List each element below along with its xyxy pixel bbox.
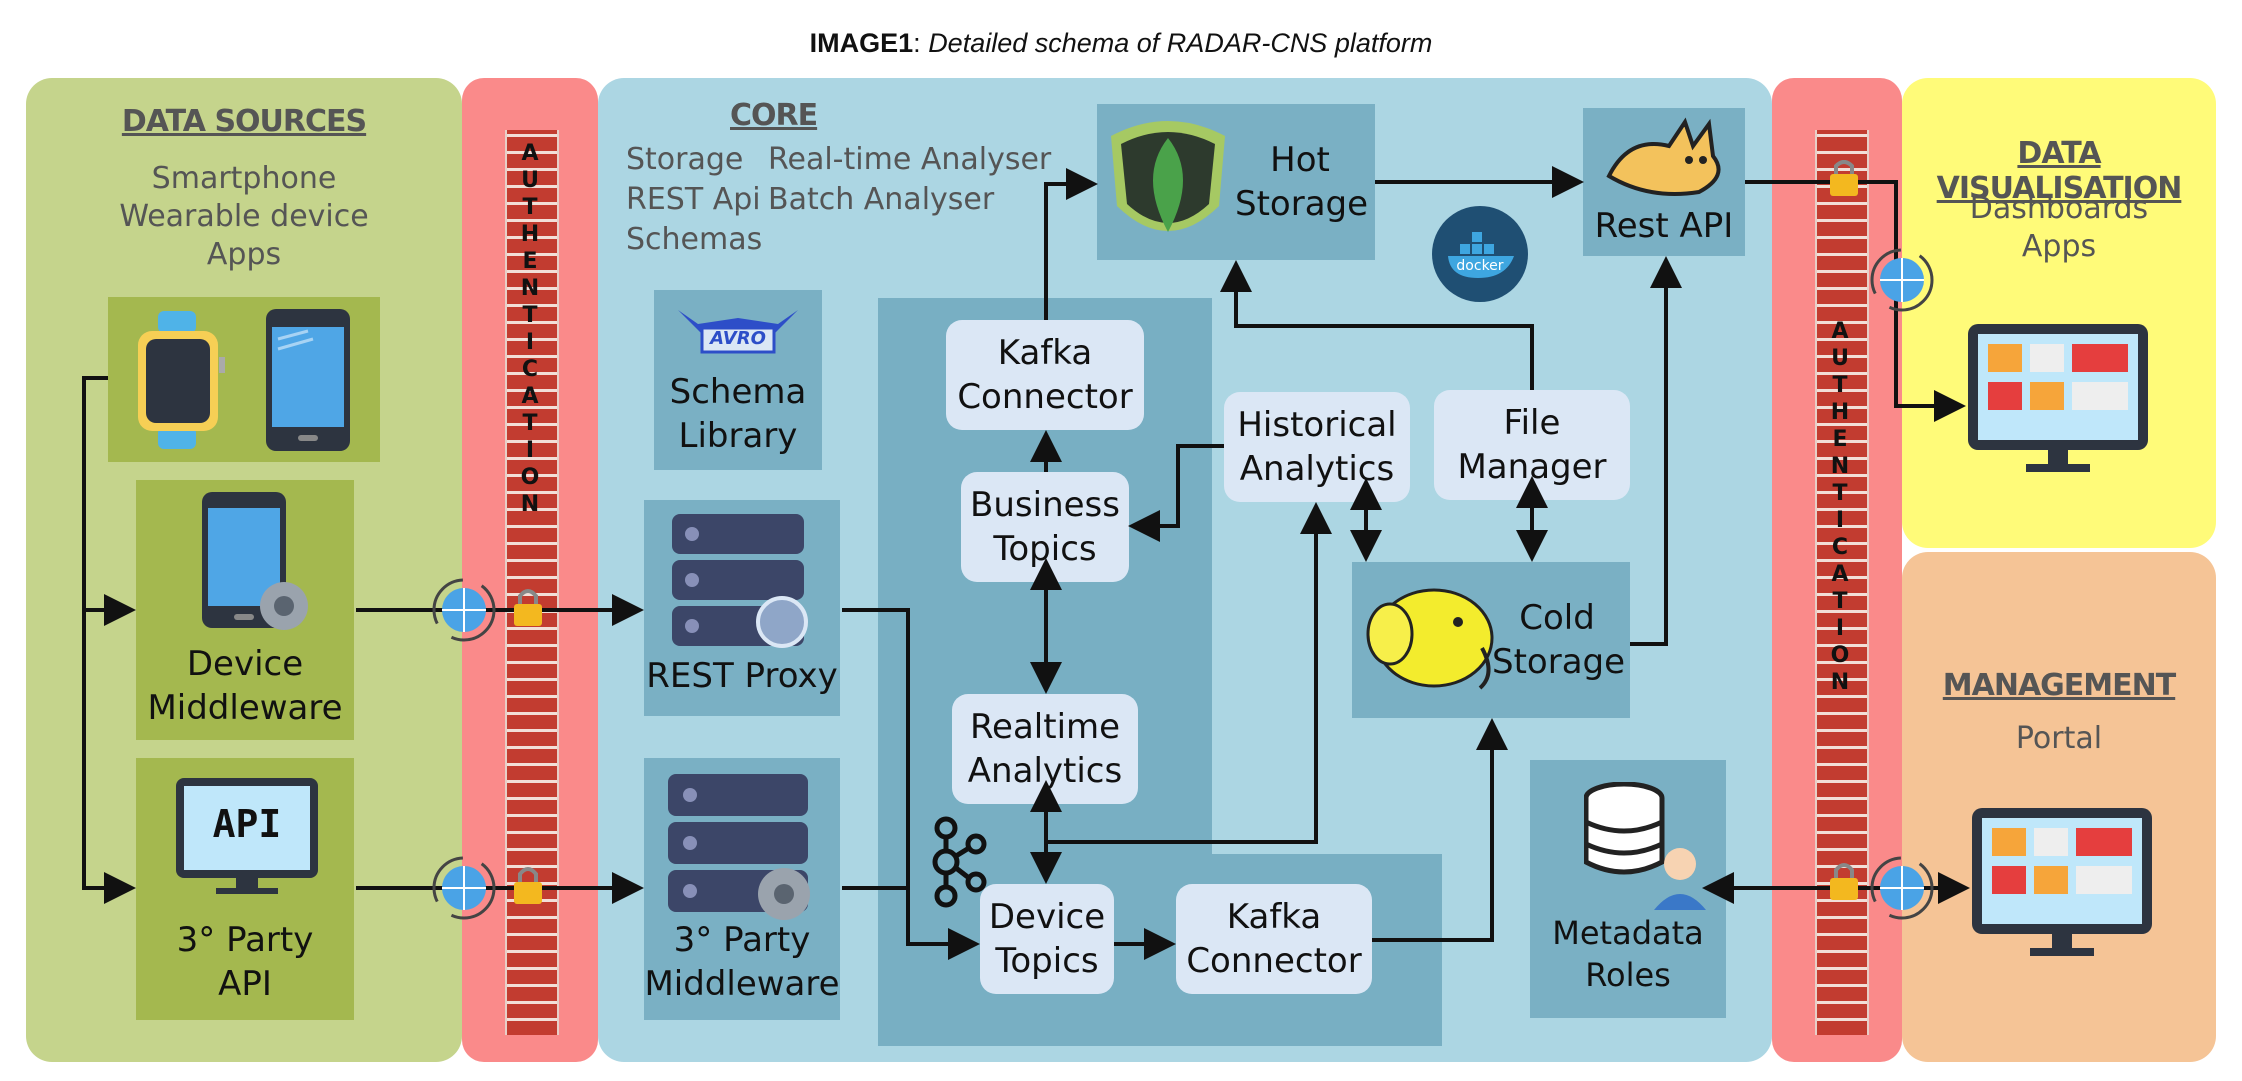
docker-label: docker bbox=[1456, 258, 1504, 274]
smartwatch-and-phone-icon bbox=[138, 309, 350, 451]
lock-globe-icon-3 bbox=[1830, 160, 1934, 312]
phone-gear-icon bbox=[202, 492, 308, 630]
dashboard-icon-bottom bbox=[1972, 808, 2152, 956]
sources-heading: DATA SOURCES bbox=[121, 104, 367, 139]
visualisation-heading: DATA VISUALISATION bbox=[1936, 136, 2183, 206]
management-heading: MANAGEMENT bbox=[1942, 668, 2176, 703]
avro-logo-icon bbox=[678, 310, 798, 354]
title-sep: : bbox=[913, 28, 929, 58]
dashboard-icon-top bbox=[1968, 324, 2148, 472]
management-list: Portal bbox=[2015, 721, 2103, 756]
tomcat-icon bbox=[1606, 117, 1721, 196]
avro-label: AVRO bbox=[710, 328, 766, 349]
figure-title: IMAGE1: Detailed schema of RADAR-CNS pla… bbox=[0, 28, 2242, 59]
globe-lock-icon-2 bbox=[432, 856, 542, 920]
rest-proxy-label: REST Proxy bbox=[646, 656, 838, 696]
api-screen-label: API bbox=[212, 802, 282, 846]
title-bold: IMAGE1 bbox=[809, 28, 914, 58]
management-panel bbox=[1902, 552, 2216, 1062]
docker-icon bbox=[1432, 206, 1528, 302]
database-user-icon bbox=[1584, 782, 1706, 910]
lock-globe-icon-4 bbox=[1830, 856, 1934, 920]
title-italic: Detailed schema of RADAR-CNS platform bbox=[928, 28, 1433, 58]
rest-api-label: Rest API bbox=[1594, 206, 1734, 246]
server-gear-icon bbox=[668, 774, 810, 920]
globe-lock-icon-1 bbox=[432, 578, 542, 642]
core-heading: CORE bbox=[730, 98, 818, 133]
mongodb-leaf-icon bbox=[1111, 121, 1225, 232]
hadoop-elephant-icon bbox=[1366, 588, 1494, 690]
server-refresh-icon bbox=[672, 514, 808, 648]
rest-api-box: Rest API bbox=[1583, 108, 1745, 256]
api-monitor-icon bbox=[176, 778, 318, 894]
rest-proxy-box: REST Proxy bbox=[644, 500, 840, 716]
devices-box bbox=[108, 297, 380, 462]
kafka-logo-icon bbox=[932, 816, 987, 908]
